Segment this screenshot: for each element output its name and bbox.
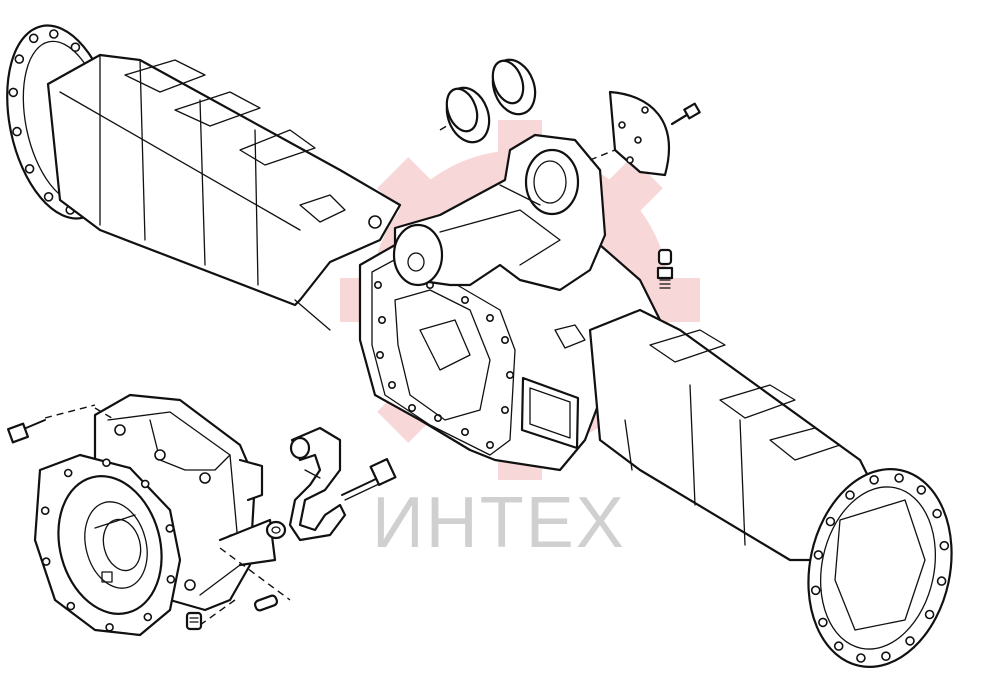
flange-bolt-hole xyxy=(939,540,950,551)
flange-bolt-hole xyxy=(66,601,76,611)
flange-bolt-hole xyxy=(40,506,50,516)
flange-bolt-hole xyxy=(102,458,111,468)
flange-bolt-hole xyxy=(894,473,904,483)
flange-bolt-hole xyxy=(833,641,844,651)
washer-small xyxy=(265,520,287,540)
housing-bolt-hole xyxy=(485,440,494,449)
flange-bolt-hole xyxy=(48,29,59,39)
bushing-pair xyxy=(439,58,537,144)
housing-bolt-hole xyxy=(377,315,386,324)
housing-bolt-hole xyxy=(375,350,384,359)
housing-bolt-hole xyxy=(373,280,382,289)
cover-plate xyxy=(589,90,671,177)
gear-tooth xyxy=(377,157,444,224)
flange-bolt-hole xyxy=(166,574,176,584)
flange-bolt-hole xyxy=(924,609,935,620)
flange-bolt-hole xyxy=(12,126,22,137)
flange-bolt-hole xyxy=(845,490,855,500)
drive-housing xyxy=(33,393,291,637)
plug-fitting xyxy=(656,248,674,289)
flange-bolt-hole xyxy=(856,653,866,663)
housing-bolt-hole xyxy=(460,295,469,304)
housing-bolt-hole xyxy=(407,403,416,412)
flange-bolt-hole xyxy=(70,42,81,53)
pin-bottom xyxy=(253,594,279,612)
flange-bolt-hole xyxy=(105,622,114,632)
flange-bolt-hole xyxy=(825,516,836,527)
housing-bolt-hole xyxy=(500,405,509,414)
flange-bolt-hole xyxy=(28,33,39,44)
flange-bolt-hole xyxy=(41,557,51,566)
flange-bolt-hole xyxy=(818,617,828,628)
housing-bolt-hole xyxy=(387,380,396,389)
flange-bolt-hole xyxy=(905,636,915,646)
flange-bolt-hole xyxy=(165,524,175,533)
housing-bolt-hole xyxy=(505,370,514,379)
housing-bolt-hole xyxy=(460,427,469,436)
flange-bolt-hole xyxy=(63,468,73,478)
leader-line xyxy=(94,407,116,421)
flange-bolt-hole xyxy=(24,164,35,174)
flange-bolt-hole xyxy=(881,651,891,662)
flange-bolt-hole xyxy=(810,585,821,596)
bolt-left xyxy=(6,404,96,444)
flange-bolt-hole xyxy=(14,54,25,64)
flange-bolt-hole xyxy=(140,479,150,489)
bolt-small-top xyxy=(670,102,701,126)
flange-bolt-hole xyxy=(8,87,19,98)
gear-tooth xyxy=(650,278,700,322)
left-axle-housing xyxy=(6,24,402,331)
clamp-cap xyxy=(288,426,347,542)
flange-bolt-hole xyxy=(43,192,54,202)
flange-bolt-hole xyxy=(916,485,927,495)
housing-bolt-hole xyxy=(500,335,509,344)
flange-bolt-hole xyxy=(143,612,153,622)
flange-bolt-hole xyxy=(932,508,942,519)
flange-bolt-hole xyxy=(813,550,824,560)
housing-bolt-hole xyxy=(485,313,494,322)
plug-bottom xyxy=(185,611,203,631)
bolt-clamp xyxy=(341,458,397,501)
flange-bolt-hole xyxy=(936,576,947,586)
right-axle-housing xyxy=(588,308,953,668)
flange-bolt-hole xyxy=(869,474,879,485)
pivot-bracket xyxy=(368,133,607,292)
